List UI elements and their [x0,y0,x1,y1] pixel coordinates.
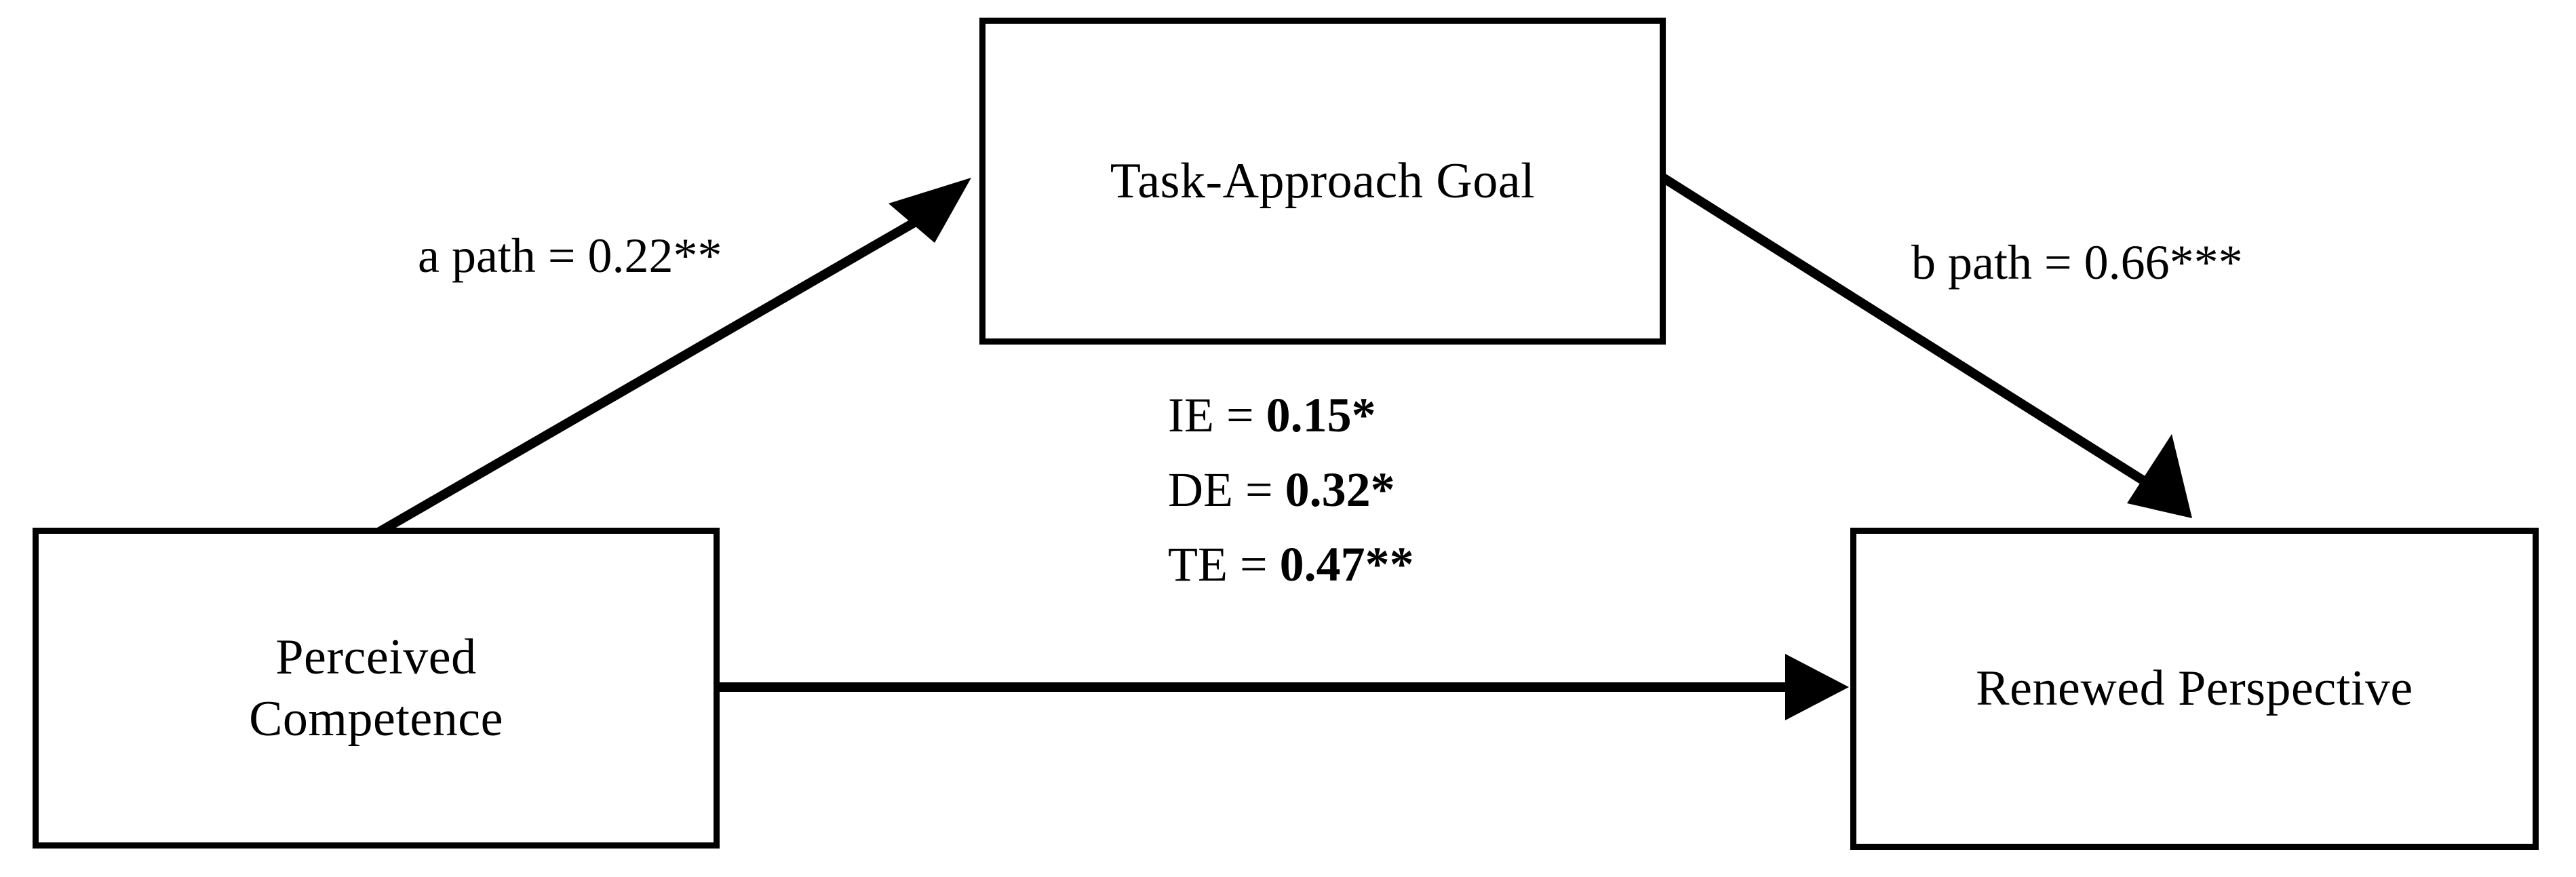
effect-row-indirect: IE = 0.15* [1168,391,1414,440]
effects-summary-block: IE = 0.15* DE = 0.32* TE = 0.47** [1168,391,1414,589]
arrow-direct-effect [719,654,1849,720]
effect-label-direct: DE = [1168,463,1273,517]
arrow-a-path [374,178,971,538]
effect-row-total: TE = 0.47** [1168,540,1414,589]
effect-row-direct: DE = 0.32* [1168,465,1414,514]
node-label-predictor: Perceived Competence [249,629,503,747]
node-box-predictor[interactable]: Perceived Competence [33,528,720,849]
path-label-b: b path = 0.66*** [1911,235,2243,290]
node-label-mediator: Task-Approach Goal [1110,153,1536,209]
effect-label-total: TE = [1168,537,1268,591]
arrow-b-path [1660,174,2192,518]
path-label-a: a path = 0.22** [418,229,722,283]
node-box-mediator[interactable]: Task-Approach Goal [979,18,1666,345]
node-box-outcome[interactable]: Renewed Perspective [1850,528,2539,850]
effect-value-total: 0.47** [1279,537,1414,591]
effect-value-indirect: 0.15* [1266,388,1376,442]
effect-value-direct: 0.32* [1285,463,1395,517]
effect-label-indirect: IE = [1168,388,1254,442]
node-label-outcome: Renewed Perspective [1976,661,2413,717]
